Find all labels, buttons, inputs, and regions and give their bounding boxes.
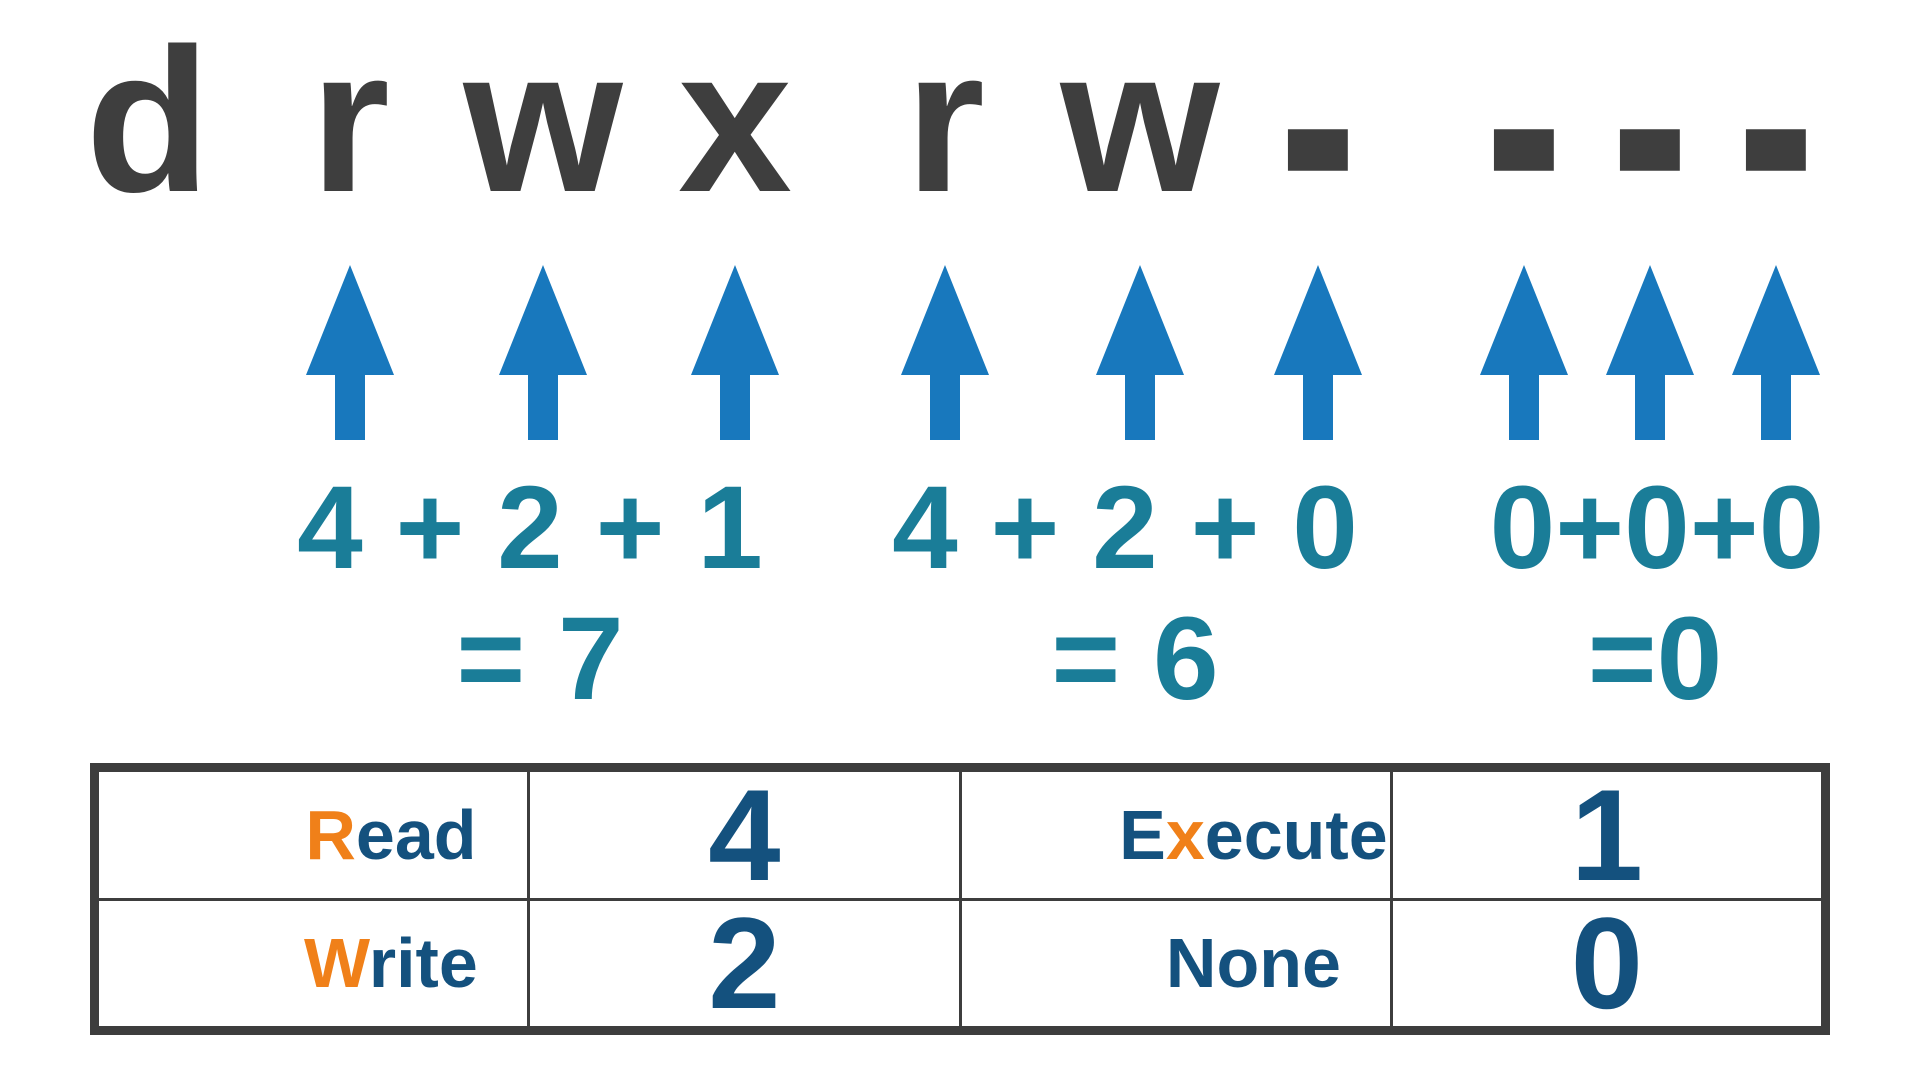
none-label: None [1165,924,1341,1003]
up-arrow-icon [691,265,779,440]
execute-label-prefix: E [1119,795,1166,874]
none-value: 0 [1570,900,1644,1027]
legend-cell-write-label: Write [99,900,528,1026]
up-arrow-icon [1096,265,1184,440]
write-value: 2 [708,900,781,1027]
perm-char-group-w: w [1060,6,1220,235]
perm-char-owner-r: r [310,6,390,235]
up-arrow-icon [1480,265,1568,440]
up-arrow-icon [1606,265,1694,440]
write-label-initial: W [304,924,369,1003]
owner-sum-result: = 7 [456,593,624,725]
perm-char-group-x: - [1278,0,1358,316]
owner-sum-expression: 4 + 2 + 1 [297,462,763,594]
execute-value: 1 [1570,772,1644,898]
legend-cell-none-label: None [961,900,1390,1026]
up-arrow-icon [901,265,989,440]
group-sum-result: = 6 [1051,593,1219,725]
legend-cell-execute-value: 1 [1392,772,1821,898]
up-arrow-icon [306,265,394,440]
perm-char-owner-w: w [463,6,623,235]
other-sum-expression: 0+0+0 [1489,462,1825,594]
read-value: 4 [708,772,781,898]
legend-cell-write-value: 2 [530,900,959,1027]
perm-char-owner-x: x [677,6,793,235]
group-sum-expression: 4 + 2 + 0 [892,462,1358,594]
up-arrow-icon [499,265,587,440]
up-arrow-icon [1732,265,1820,440]
legend-cell-none-value: 0 [1392,900,1821,1027]
execute-label-rest: ecute [1204,795,1388,874]
execute-label-x: x [1165,795,1205,874]
read-label-rest: ead [355,795,477,874]
other-sum-result: =0 [1587,593,1723,725]
read-label-initial: R [305,795,356,874]
perm-char-type: d [85,6,211,235]
legend-cell-read-value: 4 [530,772,959,898]
perm-char-other-w: - [1610,0,1690,316]
legend-cell-read-label: Read [99,772,528,898]
perm-char-other-x: - [1736,0,1816,316]
legend-cell-execute-label: Execute [961,772,1390,898]
perm-char-group-r: r [905,6,985,235]
perm-char-other-r: - [1484,0,1564,316]
write-label-rest: rite [368,924,478,1003]
legend-table: Read 4 Execute 1 Write 2 None [90,763,1830,1035]
up-arrow-icon [1274,265,1362,440]
